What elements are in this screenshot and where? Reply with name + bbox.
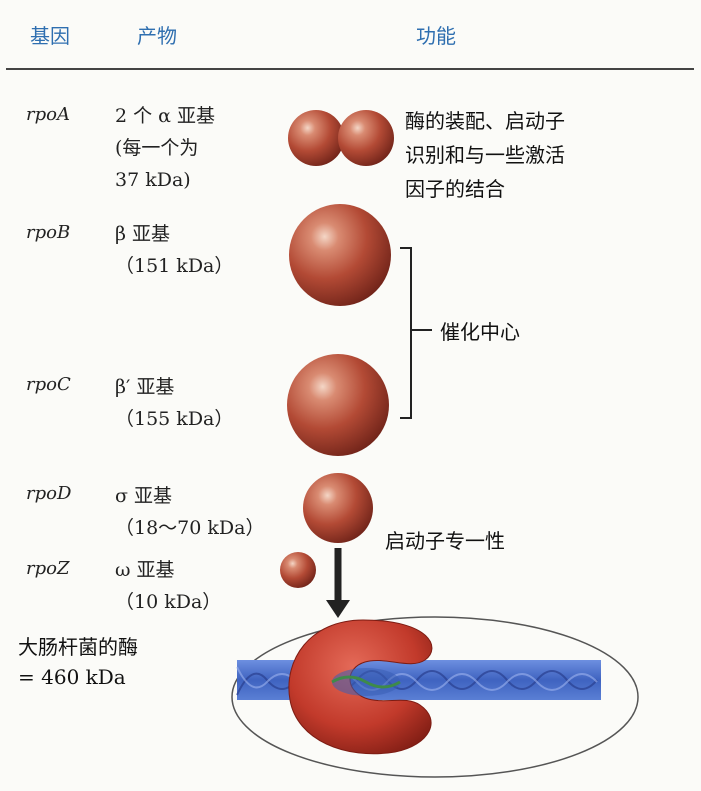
- function-line: 识别和与一些激活: [405, 143, 565, 167]
- product-line: （155 kDa）: [115, 408, 234, 430]
- holoenzyme-outline: [231, 616, 639, 778]
- dna-in-channel: [331, 675, 401, 689]
- header-gene: 基因: [30, 24, 70, 48]
- product-rpoC: β′ 亚基 （155 kDa）: [115, 371, 233, 435]
- header-product: 产物: [137, 24, 177, 48]
- alpha-subunit-right: [338, 110, 394, 166]
- catalytic-bracket: [400, 247, 432, 419]
- product-rpoD: σ 亚基 （18～70 kDa）: [115, 480, 264, 544]
- rna-polymerase: [288, 619, 433, 755]
- beta-subunit: [289, 204, 391, 306]
- product-line: β 亚基: [115, 223, 171, 245]
- product-rpoB: β 亚基 （151 kDa）: [115, 218, 233, 282]
- product-line: （151 kDa）: [115, 255, 234, 277]
- sigma-subunit: [303, 473, 373, 543]
- header-divider: [6, 68, 694, 70]
- product-line: （18～70 kDa）: [115, 517, 265, 539]
- product-rpoZ: ω 亚基 （10 kDa）: [115, 554, 221, 618]
- product-line: （10 kDa）: [115, 591, 222, 613]
- total-label: 大肠杆菌的酶: [18, 635, 138, 659]
- product-line: (每一个为: [115, 137, 199, 159]
- total-enzyme: 大肠杆菌的酶 = 460 kDa: [18, 632, 138, 692]
- gene-rpoC: rpoC: [26, 374, 71, 395]
- product-line: σ 亚基: [115, 485, 173, 507]
- gene-rpoA: rpoA: [26, 104, 70, 125]
- product-line: 37 kDa): [115, 169, 191, 191]
- product-rpoA: 2 个 α 亚基 (每一个为 37 kDa): [115, 100, 215, 196]
- function-alpha: 酶的装配、启动子 识别和与一些激活 因子的结合: [405, 104, 565, 206]
- product-line: β′ 亚基: [115, 376, 175, 398]
- omega-subunit: [280, 552, 316, 588]
- gene-rpoZ: rpoZ: [26, 558, 70, 579]
- arrow-head-icon: [326, 600, 350, 618]
- gene-rpoB: rpoB: [26, 222, 71, 243]
- total-value: = 460 kDa: [18, 665, 126, 689]
- alpha-subunit-left: [288, 110, 344, 166]
- function-line: 因子的结合: [405, 177, 505, 201]
- beta-prime-subunit: [287, 354, 389, 456]
- function-sigma: 启动子专一性: [385, 529, 505, 553]
- gene-rpoD: rpoD: [26, 483, 72, 504]
- product-line: ω 亚基: [115, 559, 175, 581]
- header-function: 功能: [416, 24, 456, 48]
- function-catalytic: 催化中心: [440, 320, 520, 344]
- product-line: 2 个 α 亚基: [115, 105, 216, 127]
- function-line: 酶的装配、启动子: [405, 109, 565, 133]
